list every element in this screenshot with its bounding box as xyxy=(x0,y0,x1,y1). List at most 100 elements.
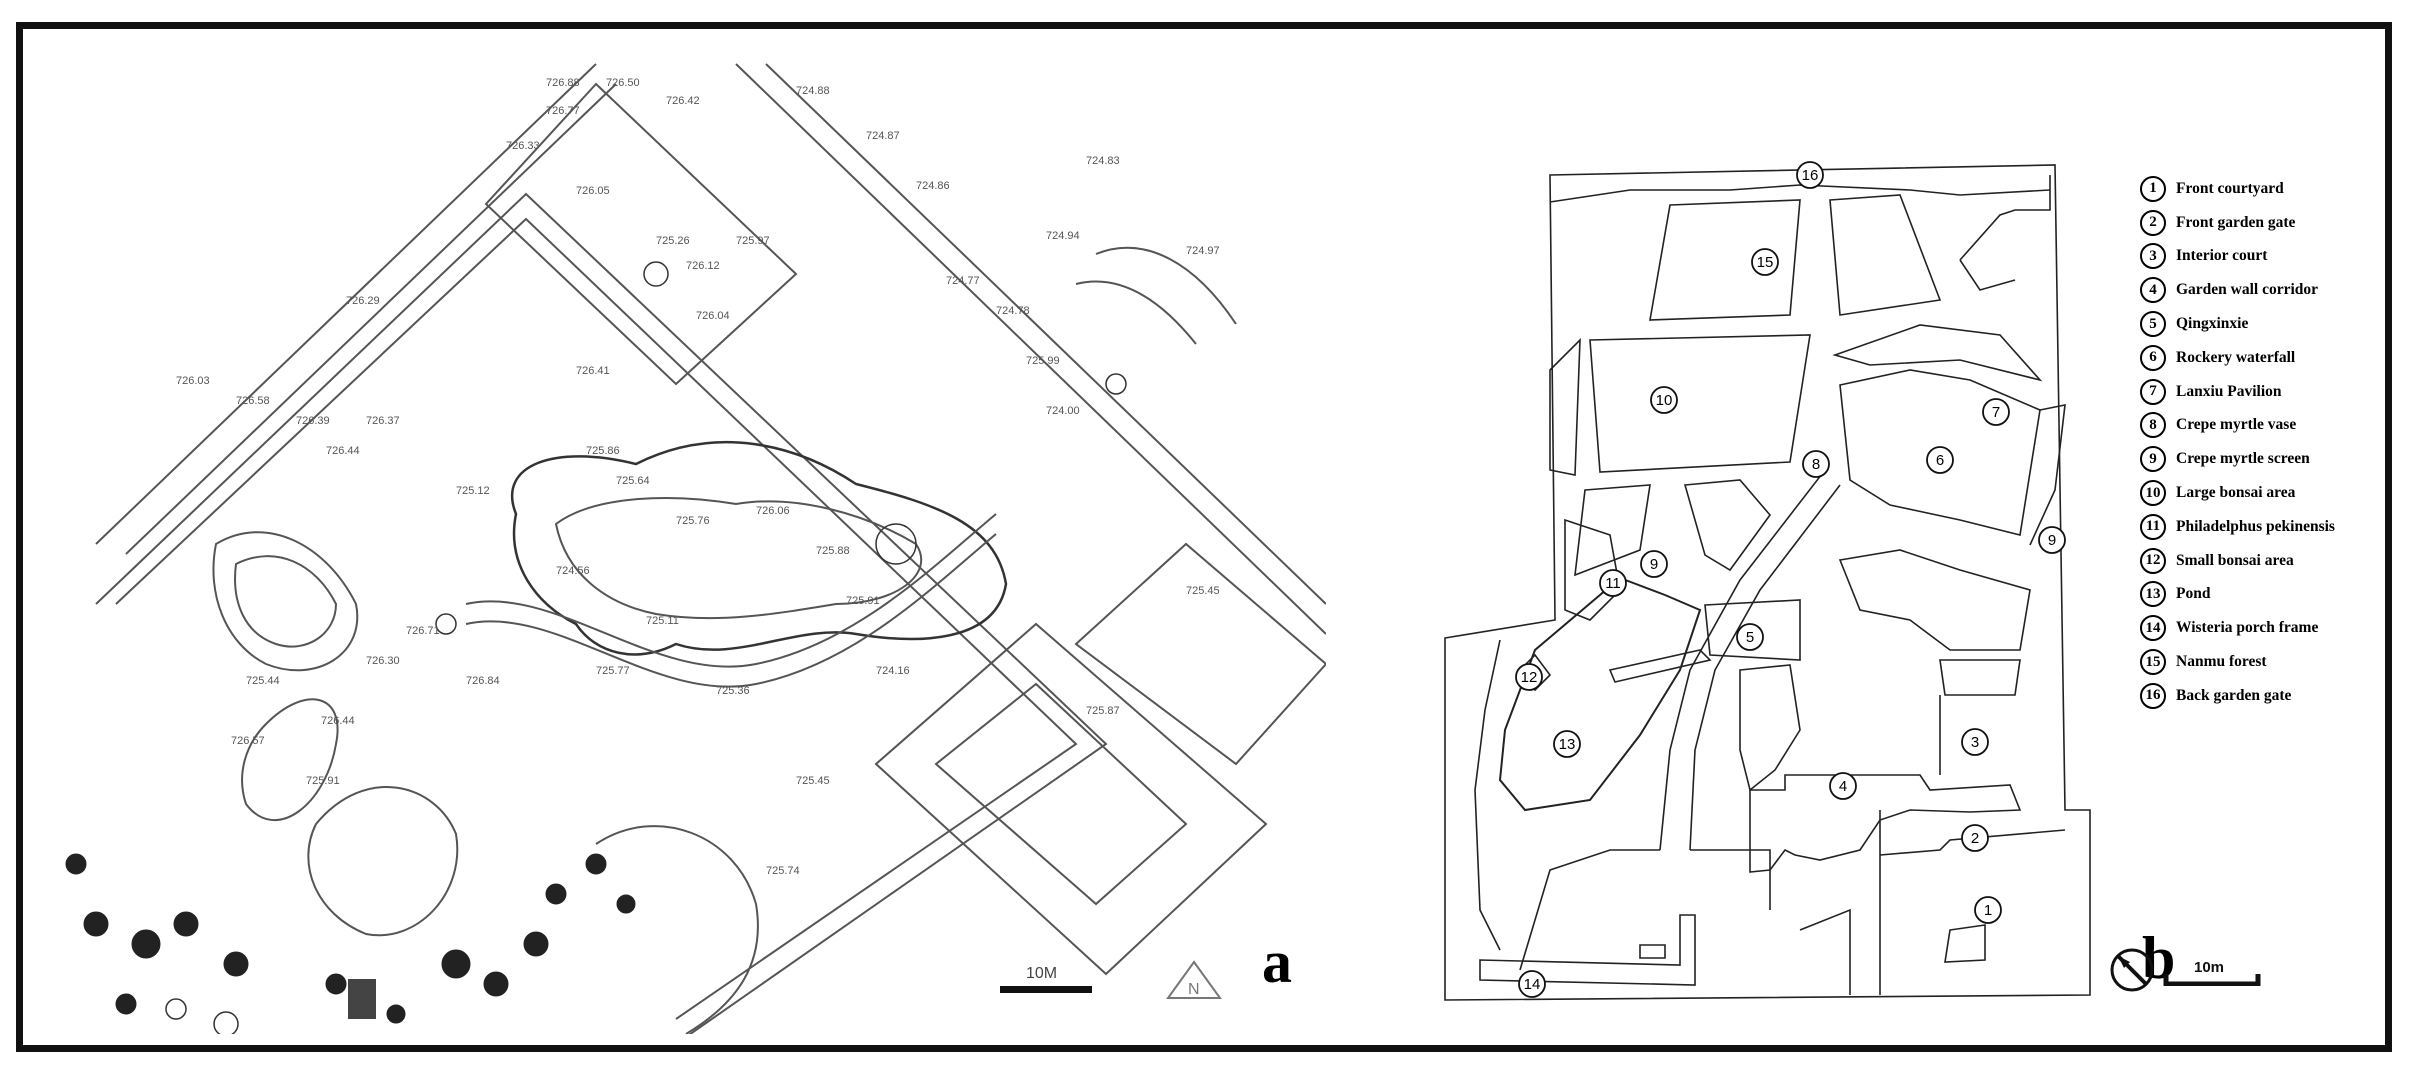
building-east xyxy=(1074,542,1328,766)
legend-label: Wisteria porch frame xyxy=(2176,619,2319,637)
elevation-label: 725.87 xyxy=(1086,705,1120,717)
road-east-2 xyxy=(1095,246,1237,325)
tree-symbol xyxy=(585,853,607,875)
map-marker-label: 2 xyxy=(1971,830,1979,847)
elevation-label: 726.58 xyxy=(236,395,270,407)
small-structure xyxy=(1639,944,1666,959)
building-southeast-inner xyxy=(934,682,1188,906)
legend-label: Back garden gate xyxy=(2176,686,2292,704)
tree-symbol xyxy=(441,949,471,979)
north-bed xyxy=(1829,194,1942,316)
building-north xyxy=(484,82,798,386)
lawn-west xyxy=(241,698,339,822)
elevation-label: 725.88 xyxy=(816,545,850,557)
elevation-label: 726.77 xyxy=(546,105,580,117)
elevation-label: 724.16 xyxy=(876,665,910,677)
elevation-label: 725.26 xyxy=(656,235,690,247)
tree-symbol xyxy=(616,894,636,914)
tree-symbol xyxy=(115,993,137,1015)
legend-label: Garden wall corridor xyxy=(2176,281,2319,299)
map-marker-label: 13 xyxy=(1559,736,1576,753)
elevation-label: 726.30 xyxy=(366,655,400,667)
map-marker-label: 9 xyxy=(2048,532,2056,549)
east-bed-2 xyxy=(1939,659,2021,696)
scale-bar-b-graphic: 10m xyxy=(2163,959,2261,987)
elevation-label: 725.45 xyxy=(1186,585,1220,597)
elevation-label: 726.39 xyxy=(296,415,330,427)
tree-symbol xyxy=(545,883,567,905)
elevation-label: 725.12 xyxy=(456,485,490,497)
legend-number: 5 xyxy=(2140,311,2166,338)
map-marker-16: 16 xyxy=(1796,161,1824,189)
elevation-label: 725.86 xyxy=(586,445,620,457)
north-path-edge xyxy=(1549,184,2051,203)
map-marker-label: 10 xyxy=(1656,392,1673,409)
wall-corridor xyxy=(1749,774,2022,873)
pond-path xyxy=(1608,649,1712,683)
map-marker-label: 14 xyxy=(1524,976,1541,993)
map-marker-6: 6 xyxy=(1926,446,1954,474)
elevation-label: 724.88 xyxy=(796,85,830,97)
legend-item: 3 Interior court xyxy=(2140,240,2380,274)
north-arrow-a-graphic: N xyxy=(1166,960,1222,999)
legend-label: Philadelphus pekinensis xyxy=(2176,517,2335,535)
elevation-label: 726.44 xyxy=(321,715,355,727)
west-perimeter-path xyxy=(1474,639,1501,951)
lawn-south xyxy=(307,786,459,937)
legend-number: 13 xyxy=(2140,581,2166,608)
scale-bar-a-graphic: 10M xyxy=(1000,965,1092,993)
map-marker-label: 11 xyxy=(1605,575,1621,592)
winding-path-2 xyxy=(465,533,997,688)
map-marker-label: 3 xyxy=(1971,734,1979,751)
legend-label: Qingxinxie xyxy=(2176,315,2249,333)
tree-outline xyxy=(643,261,669,287)
winding-path xyxy=(465,513,997,668)
legend-label: Large bonsai area xyxy=(2176,484,2296,502)
elevation-label: 725.44 xyxy=(246,675,280,687)
legend-number: 3 xyxy=(2140,243,2166,270)
elevation-label: 726.57 xyxy=(231,735,265,747)
legend-label: Interior court xyxy=(2176,247,2268,265)
map-marker-12: 12 xyxy=(1515,663,1543,691)
legend-number: 15 xyxy=(2140,649,2166,676)
elevation-label: 724.56 xyxy=(556,565,590,577)
rockery-contours xyxy=(212,531,359,672)
map-marker-label: 6 xyxy=(1936,452,1944,469)
elevation-label: 726.06 xyxy=(756,505,790,517)
legend-label: Nanmu forest xyxy=(2176,653,2267,671)
rockery-waterfall xyxy=(1839,369,2041,536)
scale-bar-b: 10m xyxy=(2160,946,2270,991)
elevation-label: 725.91 xyxy=(306,775,340,787)
tree-outline xyxy=(875,523,917,565)
legend-number: 11 xyxy=(2140,513,2166,540)
road-east xyxy=(1075,280,1197,345)
legend-number: 1 xyxy=(2140,175,2166,202)
elevation-label: 724.77 xyxy=(946,275,980,287)
legend-label: Rockery waterfall xyxy=(2176,348,2296,366)
site-boundary xyxy=(1444,164,2091,1001)
court-wall xyxy=(1690,695,1941,910)
elevation-label: 725.36 xyxy=(716,685,750,697)
tree-symbol xyxy=(325,973,347,995)
tree-outline xyxy=(165,998,187,1020)
map-marker-13: 13 xyxy=(1553,730,1581,758)
map-marker-label: 4 xyxy=(1839,778,1847,795)
north-arrow-a-label: N xyxy=(1188,981,1200,998)
map-marker-4: 4 xyxy=(1829,772,1857,800)
tree-symbol xyxy=(523,931,549,957)
map-marker-2: 2 xyxy=(1961,824,1989,852)
elevation-label: 726.05 xyxy=(576,185,610,197)
pond xyxy=(1498,576,1702,812)
wisteria-porch xyxy=(1479,914,1696,986)
east-beds xyxy=(1838,549,2031,651)
elevation-label: 726.88 xyxy=(546,77,580,89)
central-bed-2 xyxy=(1574,484,1651,577)
map-marker-11: 11 xyxy=(1599,569,1627,597)
